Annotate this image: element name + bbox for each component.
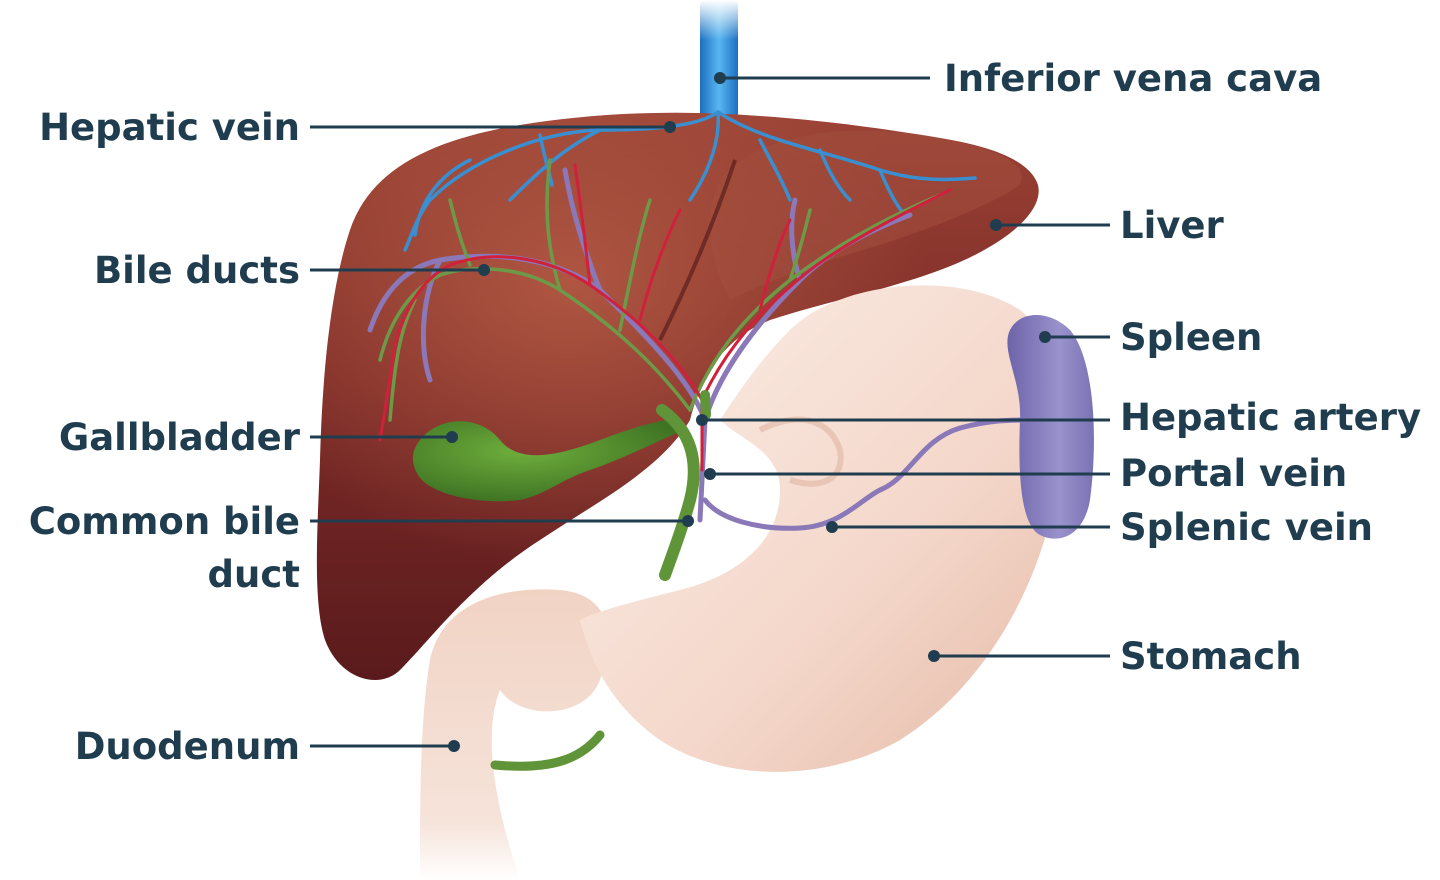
label-common-bile-duct: Common bile duct [29,500,694,596]
label-hepatic-vein: Hepatic vein [39,106,676,149]
label-duodenum: Duodenum [75,725,460,768]
splenic-vein-label: Splenic vein [1120,506,1373,549]
inferior-vena-cava-vessel [700,0,738,130]
gallbladder-organ [412,418,684,502]
label-portal-vein: Portal vein [704,452,1347,495]
common-bile-duct-label-line1: Common bile [29,500,300,543]
hepatic-artery-network [378,163,952,472]
label-gallbladder: Gallbladder [59,416,458,459]
common-bile-duct-vessel [656,390,711,581]
label-splenic-vein: Splenic vein [826,506,1373,549]
liver-label: Liver [1120,204,1224,247]
bile-duct-network [378,158,942,422]
spleen-organ [1007,315,1094,539]
label-stomach: Stomach [928,635,1302,678]
hepatic-artery-label: Hepatic artery [1120,396,1421,439]
duodenum-organ [420,589,608,880]
bile-ducts-label: Bile ducts [94,249,300,292]
portal-vein-label: Portal vein [1120,452,1347,495]
gallbladder-label: Gallbladder [59,416,301,459]
bile-duct-to-duodenum [490,730,605,771]
label-liver: Liver [990,204,1224,247]
label-inferior-vena-cava: Inferior vena cava [714,57,1322,100]
label-bile-ducts: Bile ducts [94,249,490,292]
stomach-label: Stomach [1120,635,1302,678]
label-spleen: Spleen [1039,316,1262,359]
inferior-vena-cava-label: Inferior vena cava [944,57,1322,100]
common-bile-duct-label-line2: duct [208,553,300,596]
label-hepatic-artery: Hepatic artery [696,396,1421,439]
duodenum-label: Duodenum [75,725,300,768]
spleen-label: Spleen [1120,316,1262,359]
hepatic-vein-label: Hepatic vein [39,106,300,149]
